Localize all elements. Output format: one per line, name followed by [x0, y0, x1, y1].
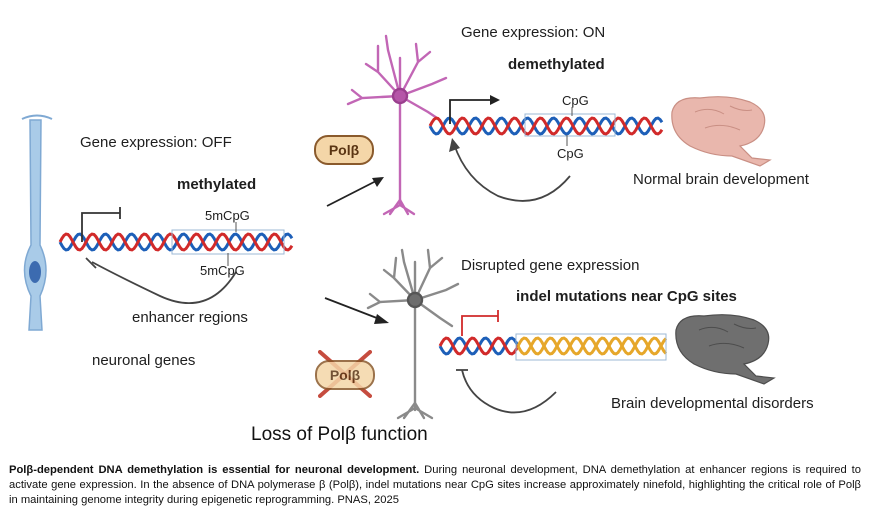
loss-of-polb-label: Loss of Polβ function [251, 424, 428, 445]
cpg-pointer-lines [227, 107, 573, 266]
cpg-bottom-label: CpG [557, 146, 584, 161]
transcription-start-arrows [81, 95, 500, 336]
cpg-top-label: CpG [562, 93, 589, 108]
5mcpg-top-label: 5mCpG [205, 208, 250, 223]
dna-mutated-helix [438, 336, 668, 356]
caption-text: During neuronal development, DNA demethy… [9, 464, 861, 507]
disrupted-expression-label: Disrupted gene expression [461, 257, 640, 274]
dna-demethylated-helix [428, 116, 664, 136]
diagram-artwork [21, 34, 776, 420]
left-dna-strand [58, 232, 294, 252]
gene-on-label: Gene expression: ON [461, 24, 606, 41]
progenitor-cell-icon [21, 114, 53, 331]
figure-caption: Polβ-dependent DNA demethylation is esse… [9, 463, 861, 509]
dna-methylated-helix [58, 232, 294, 252]
5mcpg-bottom-label: 5mCpG [200, 263, 245, 278]
caption-bold: Polβ-dependent DNA demethylation is esse… [9, 464, 420, 476]
brain-disorders-label: Brain developmental disorders [611, 395, 814, 412]
polb-crossed-pill: Polβ [315, 360, 375, 390]
figure-panel: Gene expression: ON demethylated CpG CpG… [21, 24, 814, 445]
flow-arrows [324, 177, 389, 324]
enhancer-regions-label: enhancer regions [132, 309, 248, 326]
normal-brain-icon [671, 96, 772, 167]
indel-mutations-label: indel mutations near CpG sites [516, 288, 737, 305]
mutated-dna-strand [516, 336, 668, 356]
normal-brain-label: Normal brain development [633, 171, 809, 188]
gene-off-label: Gene expression: OFF [80, 134, 232, 151]
normal-neuron-icon [346, 34, 448, 216]
enhancer-loop-arrows [85, 138, 571, 414]
disrupted-brain-icon [675, 314, 776, 385]
methylated-label: methylated [177, 176, 257, 193]
disrupted-neuron-icon [366, 248, 460, 420]
top-dna-strand [428, 116, 664, 136]
demethylated-label: demethylated [508, 56, 605, 73]
neuronal-genes-label: neuronal genes [92, 352, 196, 369]
mutated-dna-strand [516, 336, 668, 356]
polb-pill: Polβ [314, 135, 374, 165]
bottom-dna-strand [438, 336, 520, 356]
